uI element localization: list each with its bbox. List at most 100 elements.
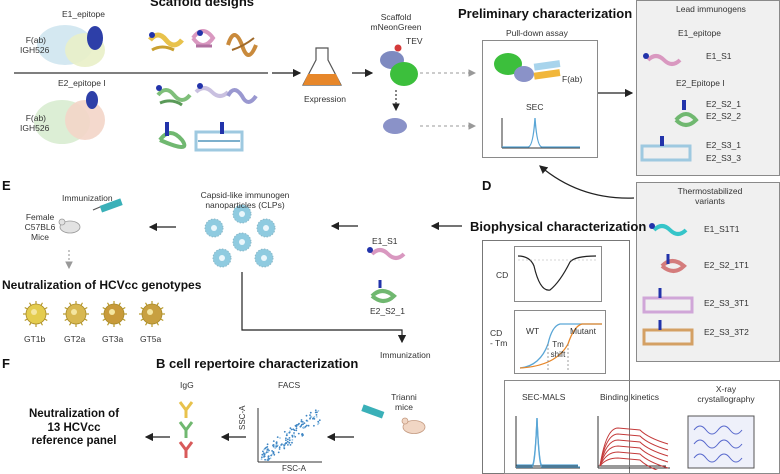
e2-s2-1-label: E2_S2_1 <box>370 306 405 316</box>
facs-dot <box>298 422 300 425</box>
xray-label: X-ray crystallography <box>690 384 762 404</box>
facs-dot <box>267 455 270 458</box>
facs-dot <box>297 432 300 435</box>
trianni-line2: mice <box>395 402 413 412</box>
trianni-line1: Trianni <box>391 392 417 402</box>
lead-item: E2_S3_1 <box>706 140 741 150</box>
facs-dot <box>283 430 286 433</box>
facs-dot <box>291 434 294 437</box>
facs-dot <box>314 409 317 412</box>
cdtm-line1: CD <box>490 328 503 338</box>
facs-dot <box>266 443 269 446</box>
facs-dot <box>268 449 270 452</box>
wt-label: WT <box>526 326 540 336</box>
thermo-item: E1_S1T1 <box>704 224 740 234</box>
facs-dot <box>272 440 275 442</box>
scaffold-mneongreen-label: Scaffold mNeonGreen <box>366 12 426 32</box>
facs-dot <box>285 439 287 442</box>
mouse-female <box>58 218 81 234</box>
facs-dot <box>293 434 295 437</box>
clp-particle <box>232 204 252 224</box>
facs-dot <box>313 424 315 427</box>
facs-dot <box>293 429 296 432</box>
tm-shift-label: Tm shift <box>538 340 578 359</box>
facs-dot <box>260 458 263 460</box>
thermo-item: E2_S2_1T1 <box>704 260 749 270</box>
clp-particle <box>254 248 274 268</box>
facs-dot <box>265 451 268 454</box>
biophysical-title: Biophysical characterization <box>470 219 647 234</box>
facs-dot <box>271 450 273 452</box>
genotype-label: GT3a <box>102 334 124 344</box>
facs-dot <box>262 452 265 455</box>
expression-label: Expression <box>303 94 347 104</box>
xray-line1: X-ray <box>715 384 737 394</box>
facs-dot <box>286 440 289 443</box>
antibody-icons <box>178 401 194 458</box>
facs-dot <box>288 439 291 442</box>
facs-dot <box>278 448 281 450</box>
xray-line2: crystallography <box>697 394 755 404</box>
pulldown-label: Pull-down assay <box>506 28 568 38</box>
e1-fab-complex <box>37 25 105 67</box>
facs-dot <box>272 445 275 448</box>
facs-dot <box>264 458 266 461</box>
neutralization-genotypes-title: Neutralization of HCVcc genotypes <box>2 278 202 292</box>
igg-label: IgG <box>180 380 194 390</box>
facs-dot <box>303 422 306 424</box>
female-mice-label: Female C57BL6 Mice <box>22 212 58 242</box>
scaffold-designs-title: Scaffold designs <box>150 0 255 9</box>
panel-letter-e: E <box>2 178 11 193</box>
mice-line3: Mice <box>31 232 49 242</box>
tm-line1: Tm <box>552 340 564 349</box>
trianni-label: Trianni mice <box>384 392 424 412</box>
panel-letter-d: D <box>482 178 492 193</box>
syringe-icon <box>92 198 123 213</box>
facs-dot <box>314 411 317 414</box>
fsc-a-label: FSC-A <box>282 464 306 473</box>
facs-dot <box>309 417 311 420</box>
preliminary-box <box>482 40 598 158</box>
facs-dot <box>287 444 289 446</box>
facs-dot <box>295 429 298 432</box>
facs-dot <box>277 451 280 454</box>
facs-dot <box>272 451 275 453</box>
neutralization-panel-line1: Neutralization of <box>28 408 120 420</box>
facs-dot <box>302 426 305 429</box>
cd-box <box>514 246 602 302</box>
thermo-item: E2_S3_3T2 <box>704 327 749 337</box>
facs-dot <box>288 442 291 444</box>
mouse-trianni <box>401 417 426 434</box>
facs-dot <box>317 423 319 426</box>
scaffold-line2: mNeonGreen <box>370 22 422 32</box>
clp-nanoparticles <box>204 204 276 268</box>
cdtm-line2: - Tm <box>490 338 508 348</box>
facs-dot <box>279 437 281 439</box>
lead-item: E2_S2_2 <box>706 111 741 121</box>
facs-dot <box>273 453 276 456</box>
facs-dot <box>313 416 316 418</box>
genotype-virions <box>23 301 165 327</box>
facs-dot <box>286 432 288 435</box>
facs-dot <box>262 450 264 453</box>
genotype-label: GT5a <box>140 334 162 344</box>
facs-dot <box>268 457 271 460</box>
facs-dot <box>293 432 295 434</box>
facs-dot <box>276 445 278 448</box>
binding-kinetics-label: Binding kinetics <box>600 392 660 402</box>
facs-dot <box>307 424 310 427</box>
clp-particle <box>212 248 232 268</box>
facs-dot <box>301 434 304 437</box>
e1-fab-label: F(ab) IGH526 <box>20 35 49 55</box>
facs-dot <box>285 442 288 444</box>
lead-item: E1_epitope <box>678 28 722 38</box>
panel-letter-f: F <box>2 356 10 371</box>
facs-dot <box>317 410 320 412</box>
facs-dot <box>270 454 272 457</box>
facs-dot <box>289 427 292 430</box>
facs-dot <box>318 419 321 422</box>
facs-dot <box>283 446 285 448</box>
lead-immunogens-title: Lead immunogens <box>676 4 746 14</box>
facs-dot <box>295 427 298 430</box>
facs-dot <box>285 437 287 440</box>
